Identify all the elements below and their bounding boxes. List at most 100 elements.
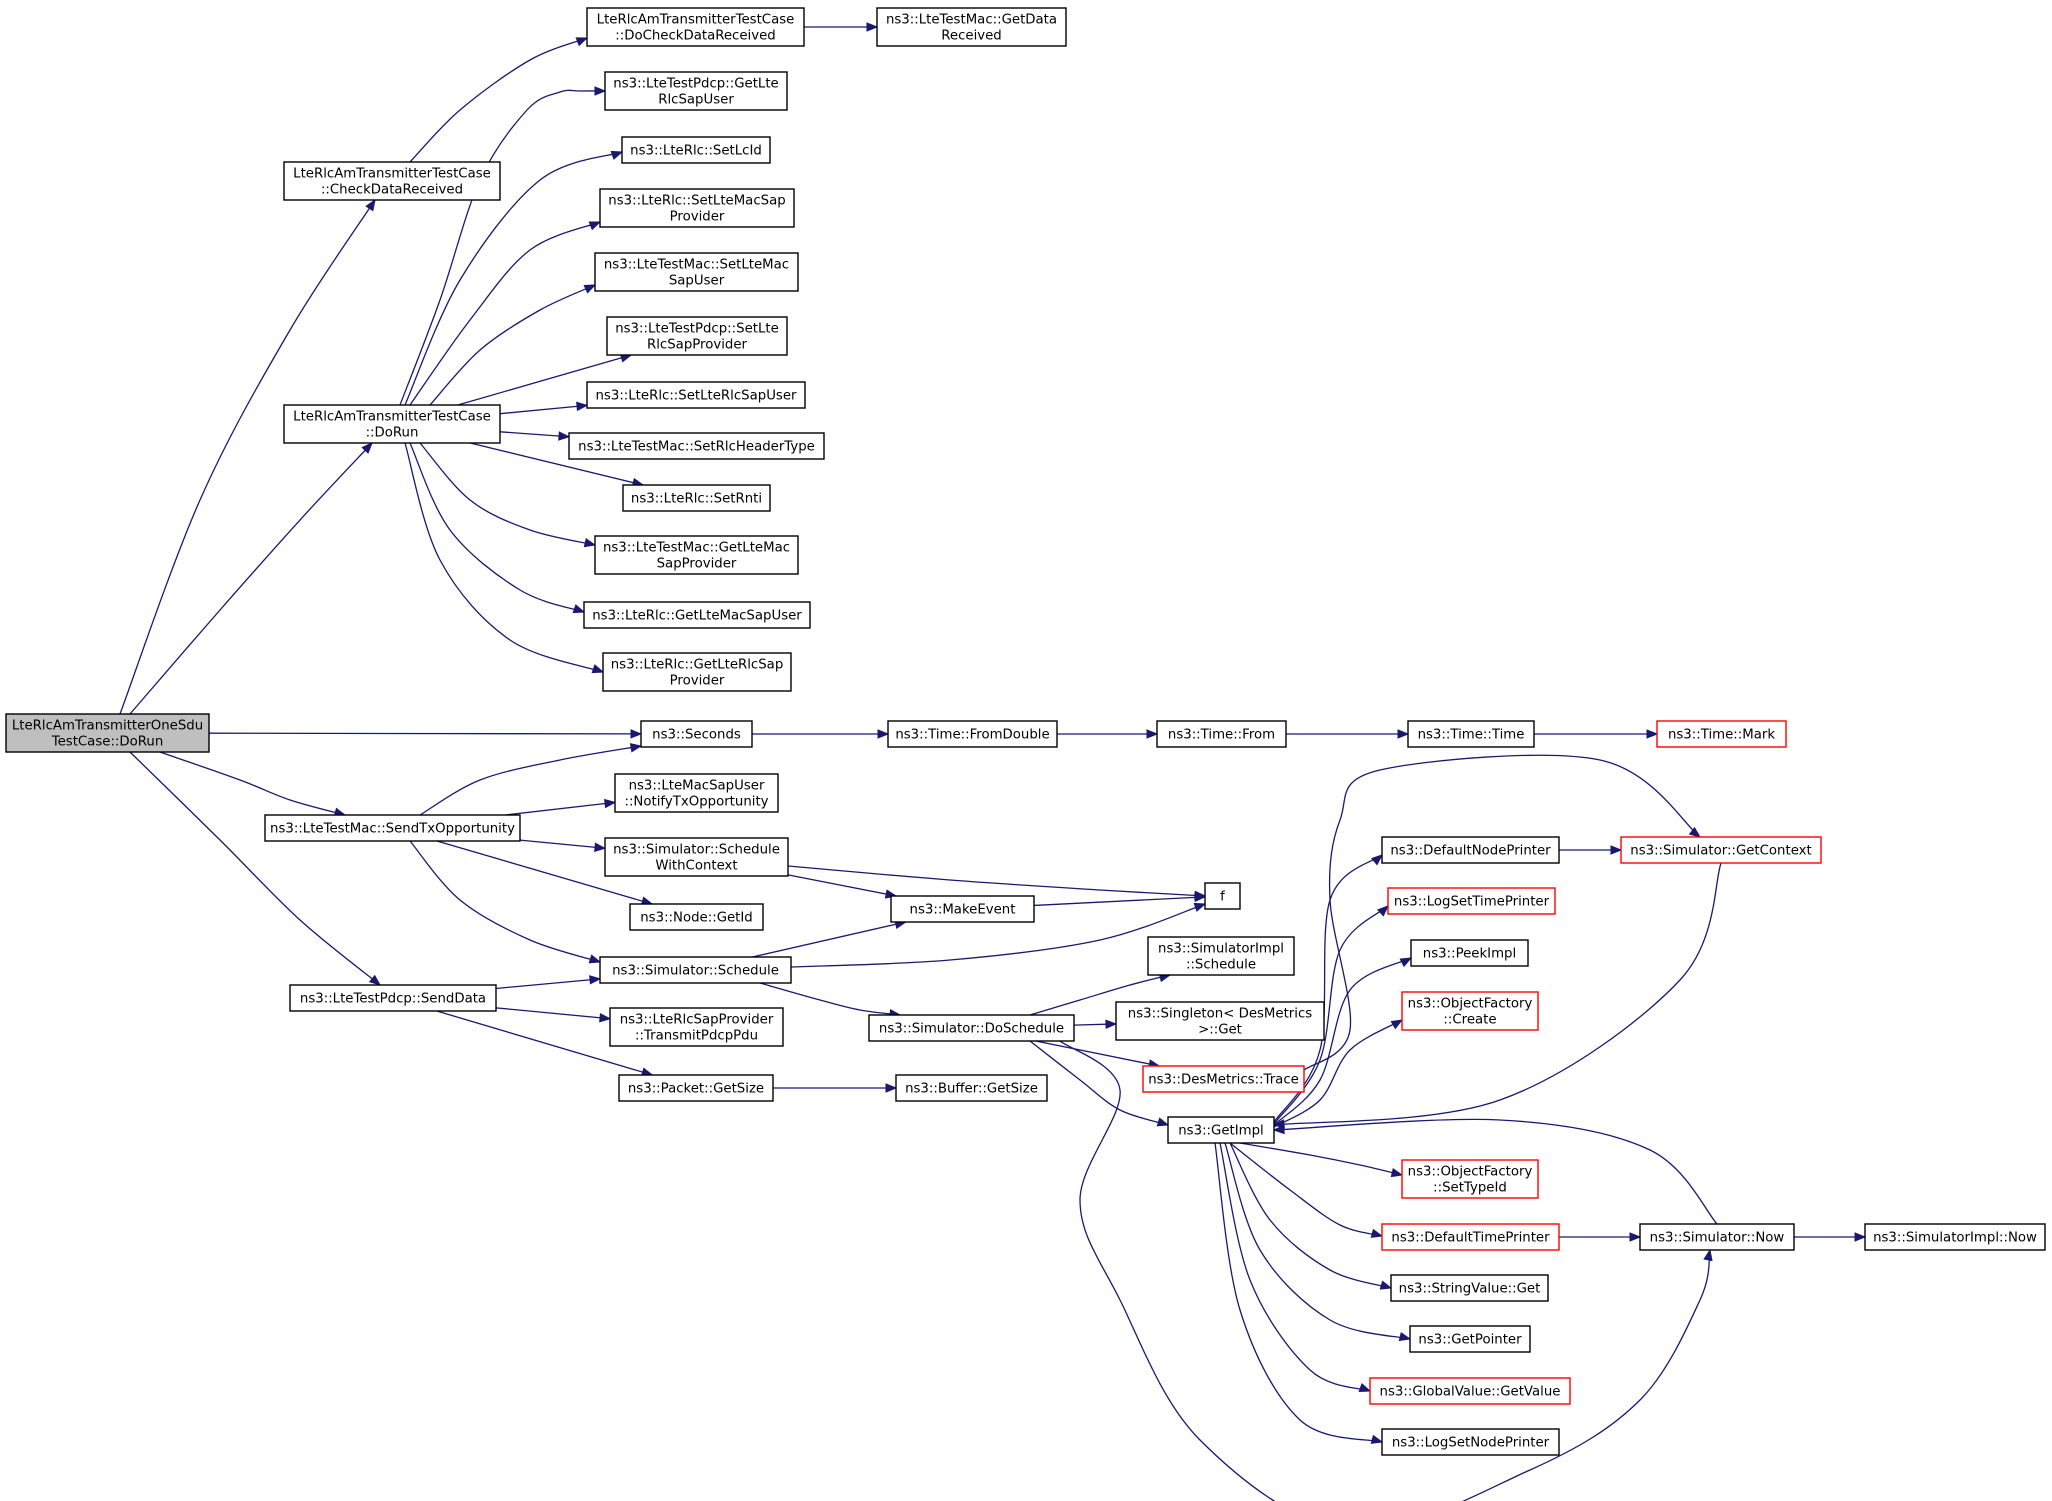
node-makeevent[interactable]: ns3::MakeEvent — [890, 895, 1035, 923]
node-box — [1410, 939, 1529, 967]
arrowhead-makeevent-to-f — [1194, 892, 1207, 903]
arrowhead-time-to-mark — [1646, 729, 1659, 739]
node-packetgetsize[interactable]: ns3::Packet::GetSize — [618, 1074, 774, 1102]
node-dorun2[interactable]: LteRlcAmTransmitterTestCase::DoRun — [283, 404, 501, 444]
node-box — [283, 404, 501, 444]
edge-dorun2-to-getlterlcsap — [404, 442, 604, 673]
edge-sendtx-to-seconds — [419, 745, 642, 816]
node-simnow[interactable]: ns3::Simulator::Now — [1639, 1223, 1795, 1251]
node-nodegetid[interactable]: ns3::Node::GetId — [629, 903, 764, 931]
arrowhead-dorun2-to-macsetltemac — [583, 284, 597, 294]
edge-simnow-to-getimpl — [1273, 1118, 1718, 1225]
node-mark[interactable]: ns3::Time::Mark — [1656, 720, 1787, 748]
node-transmitpdcp[interactable]: ns3::LteRlcSapProvider::TransmitPdcpPdu — [609, 1007, 784, 1047]
node-label: ns3::Time::Time — [1418, 728, 1525, 743]
node-doschedule[interactable]: ns3::Simulator::DoSchedule — [868, 1014, 1075, 1042]
node-defnodeprinter[interactable]: ns3::DefaultNodePrinter — [1381, 836, 1560, 864]
node-box — [583, 601, 811, 629]
edge-dorun2-to-macgetltemac — [419, 442, 596, 546]
node-peekimpl[interactable]: ns3::PeekImpl — [1410, 939, 1529, 967]
node-label: ns3::LteRlc::SetRnti — [631, 492, 762, 507]
node-simimplnow[interactable]: ns3::SimulatorImpl::Now — [1864, 1223, 2046, 1251]
arrowhead-sendtx-to-seconds — [629, 743, 643, 753]
node-from[interactable]: ns3::Time::From — [1156, 720, 1287, 748]
edge-root-to-dorun2 — [129, 442, 373, 715]
arrowhead-root-to-senddata — [368, 974, 382, 986]
node-label: Received — [941, 29, 1002, 44]
node-seconds[interactable]: ns3::Seconds — [640, 720, 753, 748]
node-getpointer[interactable]: ns3::GetPointer — [1409, 1325, 1531, 1353]
node-label: ::Schedule — [1186, 958, 1256, 973]
node-f[interactable]: f — [1204, 882, 1241, 910]
node-box — [602, 652, 792, 692]
node-setlterlcsapuser[interactable]: ns3::LteRlc::SetLteRlcSapUser — [586, 381, 806, 409]
node-docheck[interactable]: LteRlcAmTransmitterTestCase::DoCheckData… — [586, 7, 805, 47]
node-time[interactable]: ns3::Time::Time — [1407, 720, 1535, 748]
node-singleton[interactable]: ns3::Singleton< DesMetrics>::Get — [1115, 1001, 1325, 1041]
edges-layer — [119, 22, 1867, 1501]
node-label: SapUser — [669, 274, 725, 289]
node-box — [876, 7, 1067, 47]
arrowhead-fromdouble-to-from — [1146, 729, 1159, 739]
node-desmetrics[interactable]: ns3::DesMetrics::Trace — [1142, 1065, 1305, 1093]
node-box — [614, 773, 779, 813]
node-label: ::DoCheckDataReceived — [615, 29, 775, 44]
node-label: LteRlcAmTransmitterTestCase — [597, 13, 795, 28]
node-label: ns3::LogSetNodePrinter — [1392, 1436, 1550, 1451]
arrowhead-sendtx-to-notifytx — [604, 798, 617, 809]
node-getimpl[interactable]: ns3::GetImpl — [1167, 1116, 1275, 1144]
node-box — [1387, 887, 1556, 915]
node-box — [1401, 1159, 1539, 1199]
edge-root-to-sendtx — [159, 751, 346, 816]
edge-schedule-to-f — [790, 903, 1206, 968]
edge-schedwithctx-to-f — [787, 865, 1206, 897]
node-label: ns3::LteTestMac::SetLteMac — [604, 258, 789, 273]
node-schedule[interactable]: ns3::Simulator::Schedule — [599, 956, 792, 984]
arrowhead-doschedule-to-singleton — [1105, 1019, 1118, 1029]
node-logsettime[interactable]: ns3::LogSetTimePrinter — [1387, 887, 1556, 915]
node-box — [640, 720, 753, 748]
node-notifytx[interactable]: ns3::LteMacSapUser::NotifyTxOpportunity — [614, 773, 779, 813]
node-setlcid[interactable]: ns3::LteRlc::SetLcId — [621, 136, 771, 164]
node-stringget[interactable]: ns3::StringValue::Get — [1390, 1274, 1549, 1302]
node-setrnti[interactable]: ns3::LteRlc::SetRnti — [622, 484, 771, 512]
edge-schedwithctx-to-makeevent — [787, 874, 897, 897]
node-objfcreate[interactable]: ns3::ObjectFactory::Create — [1401, 991, 1539, 1031]
node-globalget[interactable]: ns3::GlobalValue::GetValue — [1369, 1377, 1571, 1405]
node-logsetnode[interactable]: ns3::LogSetNodePrinter — [1381, 1428, 1560, 1456]
node-label: ns3::GetPointer — [1418, 1333, 1522, 1348]
node-getltemacsapuser[interactable]: ns3::LteRlc::GetLteMacSapUser — [583, 601, 811, 629]
arrowhead-getimpl-to-logsetnode — [1370, 1434, 1384, 1444]
node-fromdouble[interactable]: ns3::Time::FromDouble — [887, 720, 1058, 748]
node-getcontext[interactable]: ns3::Simulator::GetContext — [1620, 836, 1822, 864]
node-buffergetsize[interactable]: ns3::Buffer::GetSize — [895, 1074, 1048, 1102]
node-objfsettype[interactable]: ns3::ObjectFactory::SetTypeId — [1401, 1159, 1539, 1199]
edge-dorun2-to-macsetltemac — [429, 284, 596, 406]
node-box — [594, 252, 799, 292]
arrowhead-dorun2-to-setlcid — [610, 150, 624, 160]
edge-getimpl-to-logsettime — [1273, 905, 1389, 1125]
node-setrlcheader[interactable]: ns3::LteTestMac::SetRlcHeaderType — [568, 432, 825, 460]
arrowhead-getimpl-to-objfsettype — [1390, 1167, 1404, 1178]
node-label: ns3::DefaultTimePrinter — [1391, 1231, 1550, 1246]
node-label: ns3::GlobalValue::GetValue — [1380, 1385, 1561, 1400]
arrowhead-simnow-to-getimpl — [1272, 1124, 1285, 1135]
node-label: f — [1220, 890, 1225, 905]
node-senddata[interactable]: ns3::LteTestPdcp::SendData — [289, 984, 497, 1012]
node-checkdata[interactable]: LteRlcAmTransmitterTestCase::CheckDataRe… — [283, 161, 501, 201]
node-label: ns3::SimulatorImpl::Now — [1873, 1231, 2037, 1246]
node-deftimeprinter[interactable]: ns3::DefaultTimePrinter — [1381, 1223, 1560, 1251]
node-sendtx[interactable]: ns3::LteTestMac::SendTxOpportunity — [264, 814, 521, 842]
arrowhead-checkdata-to-docheck — [575, 37, 589, 47]
node-simimplschedule[interactable]: ns3::SimulatorImpl::Schedule — [1147, 936, 1295, 976]
arrowhead-getimpl-to-deftimeprinter — [1370, 1228, 1384, 1238]
